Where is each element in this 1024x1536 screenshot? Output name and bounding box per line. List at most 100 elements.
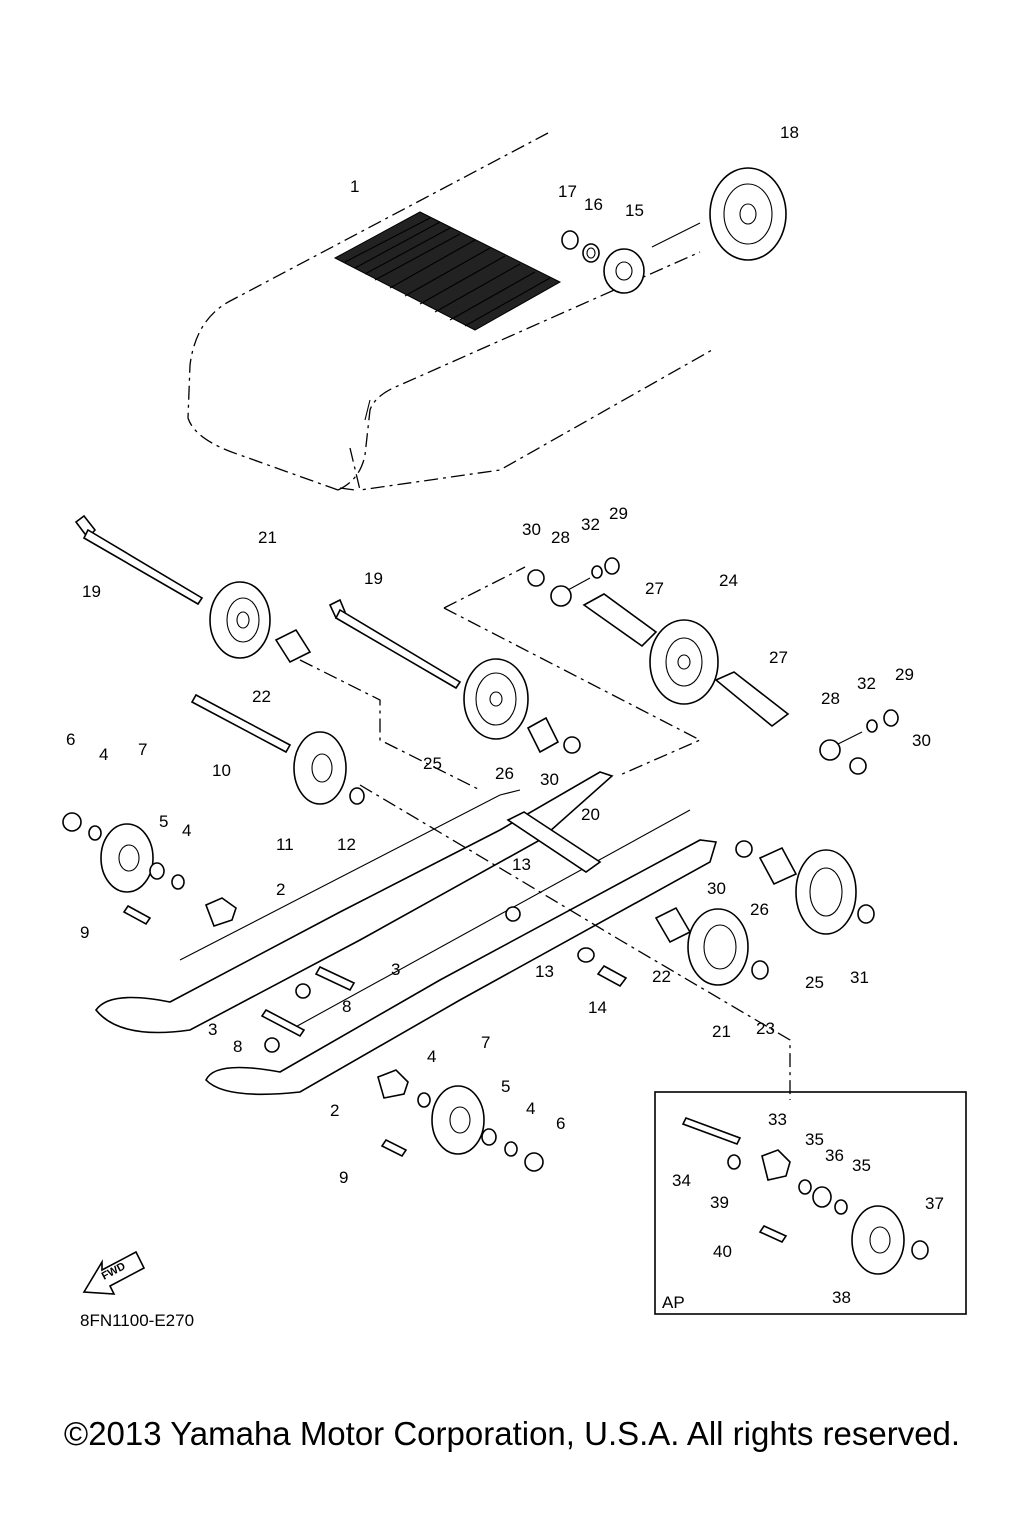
washer-30-a	[527, 569, 545, 587]
wheel-18	[709, 167, 787, 261]
washer-4-d	[504, 1141, 518, 1157]
inset-ap-frame	[654, 1091, 967, 1315]
callout-22: 22	[652, 967, 671, 986]
shaft-10	[190, 693, 292, 754]
callout-11: 11	[276, 835, 294, 854]
callout-39: 39	[710, 1193, 729, 1212]
callout-20: 20	[581, 805, 600, 824]
callout-8: 8	[342, 997, 351, 1016]
bolt-9-a	[122, 904, 152, 926]
callout-5: 5	[159, 812, 168, 831]
nut-29-b	[883, 709, 899, 727]
callout-19: 19	[364, 569, 383, 588]
callout-31: 31	[850, 968, 869, 987]
slide-rail-left	[95, 771, 614, 1034]
callout-36: 36	[825, 1146, 844, 1165]
nut-6-b	[524, 1152, 544, 1172]
wheel-7-a	[100, 823, 154, 893]
callout-2: 2	[276, 880, 285, 899]
callout-7: 7	[481, 1033, 490, 1052]
callout-6: 6	[66, 730, 75, 749]
washer-32-a	[591, 565, 603, 579]
washer-35-b	[834, 1199, 848, 1215]
washer-4-b	[171, 874, 185, 890]
callout-27: 27	[769, 648, 788, 667]
callout-40: 40	[713, 1242, 732, 1261]
callout-32: 32	[581, 515, 600, 534]
callout-14: 14	[588, 998, 607, 1017]
spacer-22-lower	[654, 906, 692, 944]
wheel-21-lower	[687, 908, 749, 986]
washer-35-a	[798, 1179, 812, 1195]
callout-32: 32	[857, 674, 876, 693]
tube-27-a	[582, 593, 658, 648]
hub-15	[603, 248, 645, 294]
bushing-28-a	[550, 577, 591, 607]
callout-4: 4	[427, 1047, 436, 1066]
callout-9: 9	[339, 1168, 348, 1187]
collar-13-a	[505, 906, 521, 922]
washer-30-upper	[563, 736, 581, 754]
clip-12	[349, 787, 365, 805]
callout-29: 29	[609, 504, 628, 523]
bolt-3-a	[314, 965, 356, 992]
callout-8: 8	[233, 1037, 242, 1056]
callout-28: 28	[821, 689, 840, 708]
nut-8-b	[264, 1037, 280, 1053]
callout-16: 16	[584, 195, 603, 214]
callout-2: 2	[330, 1101, 339, 1120]
callout-17: 17	[558, 182, 577, 201]
collar-5-b	[481, 1128, 497, 1146]
nut-31	[857, 904, 875, 924]
slide-rail-right	[205, 809, 718, 1096]
callout-1: 1	[350, 177, 359, 196]
nut-37	[911, 1240, 929, 1260]
callout-29: 29	[895, 665, 914, 684]
bolt-40	[758, 1224, 788, 1244]
bracket-2-a	[204, 897, 237, 928]
callout-21: 21	[712, 1022, 731, 1041]
nut-39	[727, 1154, 741, 1170]
drawing-code: 8FN1100-E270	[80, 1311, 195, 1330]
bearing-16	[582, 243, 600, 263]
collar-5-a	[149, 862, 165, 880]
track-belt	[187, 132, 713, 491]
spacer-26-lower	[758, 846, 798, 886]
callout-33: 33	[768, 1110, 787, 1129]
axle-19-left	[74, 514, 204, 606]
track-cleats	[333, 211, 562, 331]
callout-9: 9	[80, 923, 89, 942]
callout-23: 23	[756, 1019, 775, 1038]
callout-4: 4	[182, 821, 191, 840]
spacer-22-upper	[274, 628, 312, 664]
callout-21: 21	[258, 528, 277, 547]
washer-4-a	[88, 825, 102, 841]
wheel-21-upper	[209, 581, 271, 659]
callout-38: 38	[832, 1288, 851, 1307]
washer-30-c	[735, 840, 753, 858]
wheel-11	[293, 731, 347, 805]
wheel-25-lower	[795, 849, 857, 935]
nut-6-a	[62, 812, 82, 832]
wheel-25-upper	[463, 658, 529, 740]
callout-3: 3	[208, 1020, 217, 1039]
callout-30: 30	[707, 879, 726, 898]
bolt-9-b	[380, 1138, 408, 1158]
callout-22: 22	[252, 687, 271, 706]
callout-19: 19	[82, 582, 101, 601]
bolt-34	[681, 1117, 742, 1145]
callout-18: 18	[780, 123, 799, 142]
axle-19-center	[328, 598, 462, 690]
callout-12: 12	[337, 835, 356, 854]
callout-37: 37	[925, 1194, 944, 1213]
collar-36	[812, 1186, 832, 1208]
callout-15: 15	[625, 201, 644, 220]
callout-26: 26	[495, 764, 514, 783]
callout-10: 10	[212, 761, 231, 780]
washer-32-b	[866, 719, 878, 733]
cross-tube-20	[506, 811, 602, 873]
bracket-2-b	[377, 1069, 409, 1099]
nut-8-a	[295, 983, 311, 999]
callout-4: 4	[526, 1099, 535, 1118]
